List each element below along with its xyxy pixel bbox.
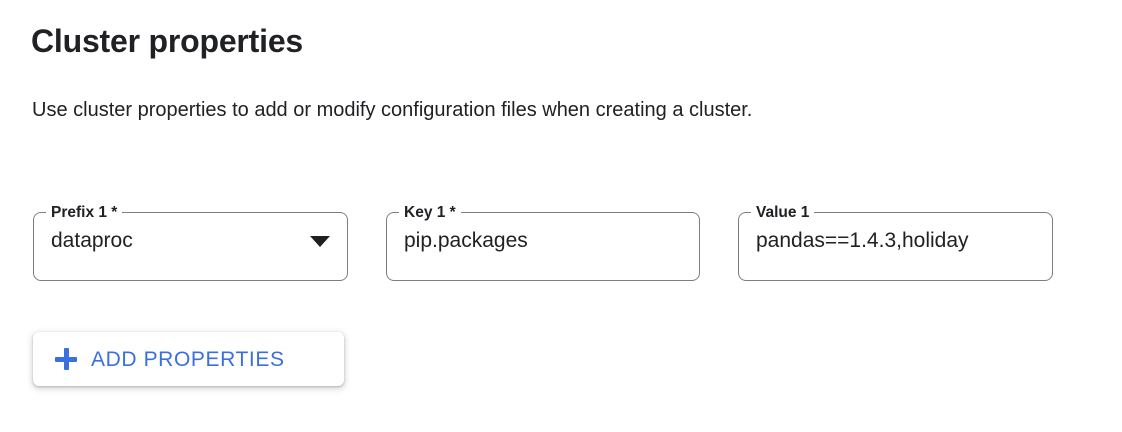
value-field[interactable]: Value 1 pandas==1.4.3,holiday (738, 205, 1053, 281)
prefix-select[interactable]: dataproc (33, 219, 348, 263)
value-input[interactable]: pandas==1.4.3,holiday (738, 219, 1053, 263)
prefix-field[interactable]: Prefix 1 * dataproc (33, 205, 348, 281)
add-properties-button[interactable]: ADD PROPERTIES (33, 332, 344, 386)
chevron-down-icon[interactable] (310, 235, 330, 247)
plus-icon (55, 348, 77, 370)
add-properties-label: ADD PROPERTIES (91, 347, 285, 371)
page-title: Cluster properties (31, 23, 304, 59)
value-value: pandas==1.4.3,holiday (756, 229, 969, 252)
page-description: Use cluster properties to add or modify … (32, 99, 753, 121)
key-input[interactable]: pip.packages (386, 219, 700, 263)
prefix-value: dataproc (51, 229, 133, 252)
key-field[interactable]: Key 1 * pip.packages (386, 205, 700, 281)
key-value: pip.packages (404, 229, 528, 252)
